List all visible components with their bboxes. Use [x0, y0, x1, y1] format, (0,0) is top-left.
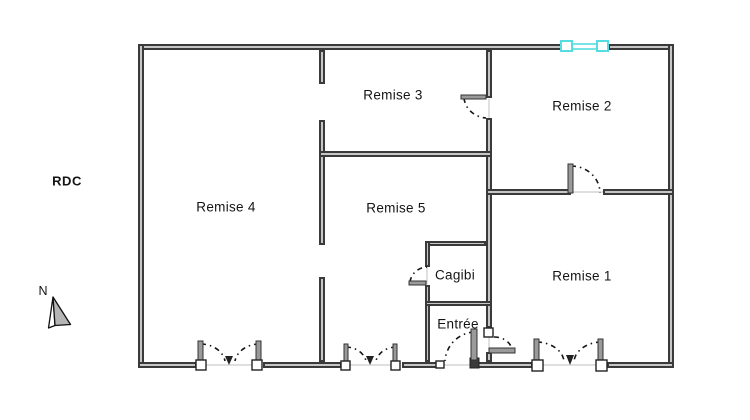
- window-french-remise5: [340, 343, 401, 371]
- wall-bottom-segment: [607, 362, 674, 368]
- entry-door: [435, 328, 480, 369]
- room-label-remise-1: Remise 1: [552, 268, 612, 284]
- door-entree-remise1: [483, 327, 516, 354]
- wall-interior-b1: [486, 50, 492, 98]
- wall-interior-d2: [603, 189, 674, 195]
- door-remise3-remise2: [460, 94, 487, 119]
- wall-cagibi-left-1: [425, 241, 430, 267]
- wall-interior-a1: [319, 50, 325, 84]
- highlighted-window-remise2: [560, 40, 609, 52]
- room-label-remise-2: Remise 2: [552, 98, 612, 114]
- floor-label: RDC: [52, 173, 82, 189]
- wall-interior-c: [319, 151, 492, 157]
- thresholds: [203, 99, 603, 366]
- window-french-remise4: [195, 340, 263, 371]
- room-label-remise-5: Remise 5: [366, 200, 426, 216]
- door-cagibi: [408, 266, 428, 286]
- door-remise2-remise1: [567, 163, 601, 194]
- compass-north-label: N: [38, 284, 48, 298]
- wall-cagibi-left-2: [425, 285, 430, 362]
- room-label-remise-4: Remise 4: [196, 199, 256, 215]
- wall-interior-a3: [319, 277, 325, 362]
- window-french-remise1: [531, 338, 608, 372]
- room-label-entree: Entrée: [437, 316, 479, 332]
- wall-interior-b2: [486, 118, 492, 328]
- room-label-cagibi: Cagibi: [434, 267, 476, 283]
- wall-cagibi-bottom: [425, 301, 492, 306]
- room-label-remise-3: Remise 3: [363, 87, 423, 103]
- north-arrow-icon: [47, 296, 72, 329]
- wall-interior-a2: [319, 120, 325, 245]
